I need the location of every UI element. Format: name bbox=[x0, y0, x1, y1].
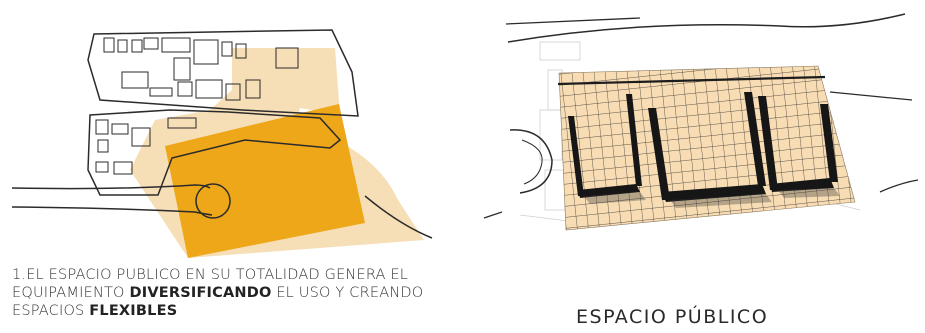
right-road-line-4 bbox=[879, 179, 919, 193]
middle-block-outline bbox=[87, 109, 342, 196]
caption-line-1: 1.EL ESPACIO PUBLICO EN SU TOTALIDAD GEN… bbox=[12, 267, 409, 283]
right-road-line-1 bbox=[507, 13, 906, 43]
building-extrusions bbox=[568, 92, 838, 202]
edge-line-right bbox=[364, 195, 433, 239]
caption-line-3-prefix: ESPACIOS bbox=[12, 303, 90, 319]
site-plan-left bbox=[11, 29, 433, 258]
top-dark-edge bbox=[557, 75, 826, 86]
caption-line-2-bold: DIVERSIFICANDO bbox=[129, 285, 272, 301]
right-road-line-2 bbox=[505, 17, 641, 25]
top-block-outline bbox=[87, 29, 359, 117]
right-road-line-3 bbox=[829, 91, 913, 101]
caption-line-3-bold: FLEXIBLES bbox=[89, 303, 178, 319]
caption: 1.EL ESPACIO PUBLICO EN SU TOTALIDAD GEN… bbox=[12, 266, 482, 320]
caption-line-2-suffix: EL USO Y CREANDO bbox=[271, 285, 424, 301]
site-plan-right bbox=[483, 13, 919, 231]
buildings bbox=[95, 37, 299, 175]
caption-line-2: EQUIPAMIENTO DIVERSIFICANDO EL USO Y CRE… bbox=[12, 284, 482, 302]
caption-line-3: ESPACIOS FLEXIBLES bbox=[12, 302, 482, 320]
caption-line-2-prefix: EQUIPAMIENTO bbox=[12, 285, 130, 301]
roundabout-circle bbox=[195, 183, 231, 219]
right-roundabout bbox=[509, 129, 553, 194]
equipment-block bbox=[165, 104, 365, 258]
road-line-lower bbox=[11, 206, 213, 216]
section-title: ESPACIO PÚBLICO bbox=[576, 306, 769, 328]
right-road-line-5 bbox=[483, 211, 503, 219]
